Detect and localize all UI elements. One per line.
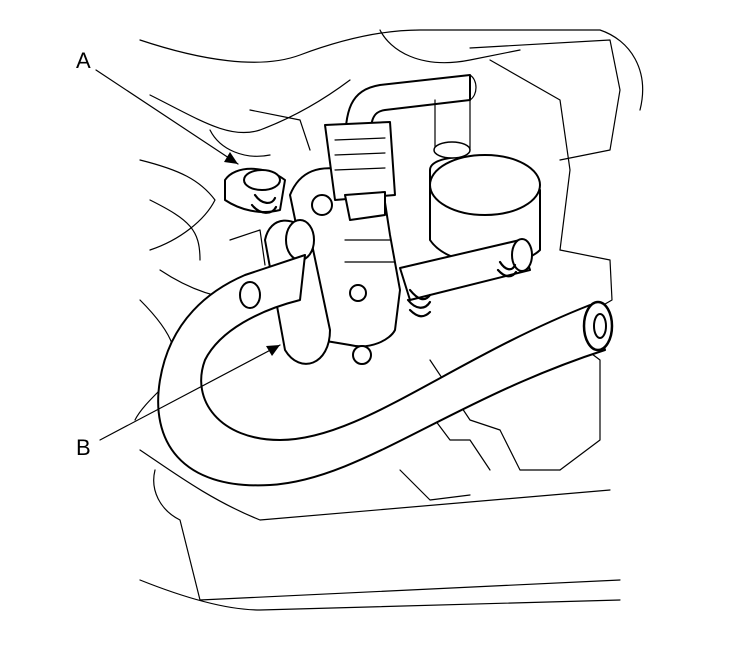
side-hose xyxy=(399,238,533,318)
callout-label-a: A xyxy=(76,48,91,73)
callout-label-b: B xyxy=(76,435,91,460)
hose-clamp-a xyxy=(224,167,286,214)
large-hose xyxy=(157,254,614,487)
solenoid-canister xyxy=(429,99,541,265)
callout-leaders xyxy=(95,69,281,441)
engine-bay-background xyxy=(134,29,644,611)
